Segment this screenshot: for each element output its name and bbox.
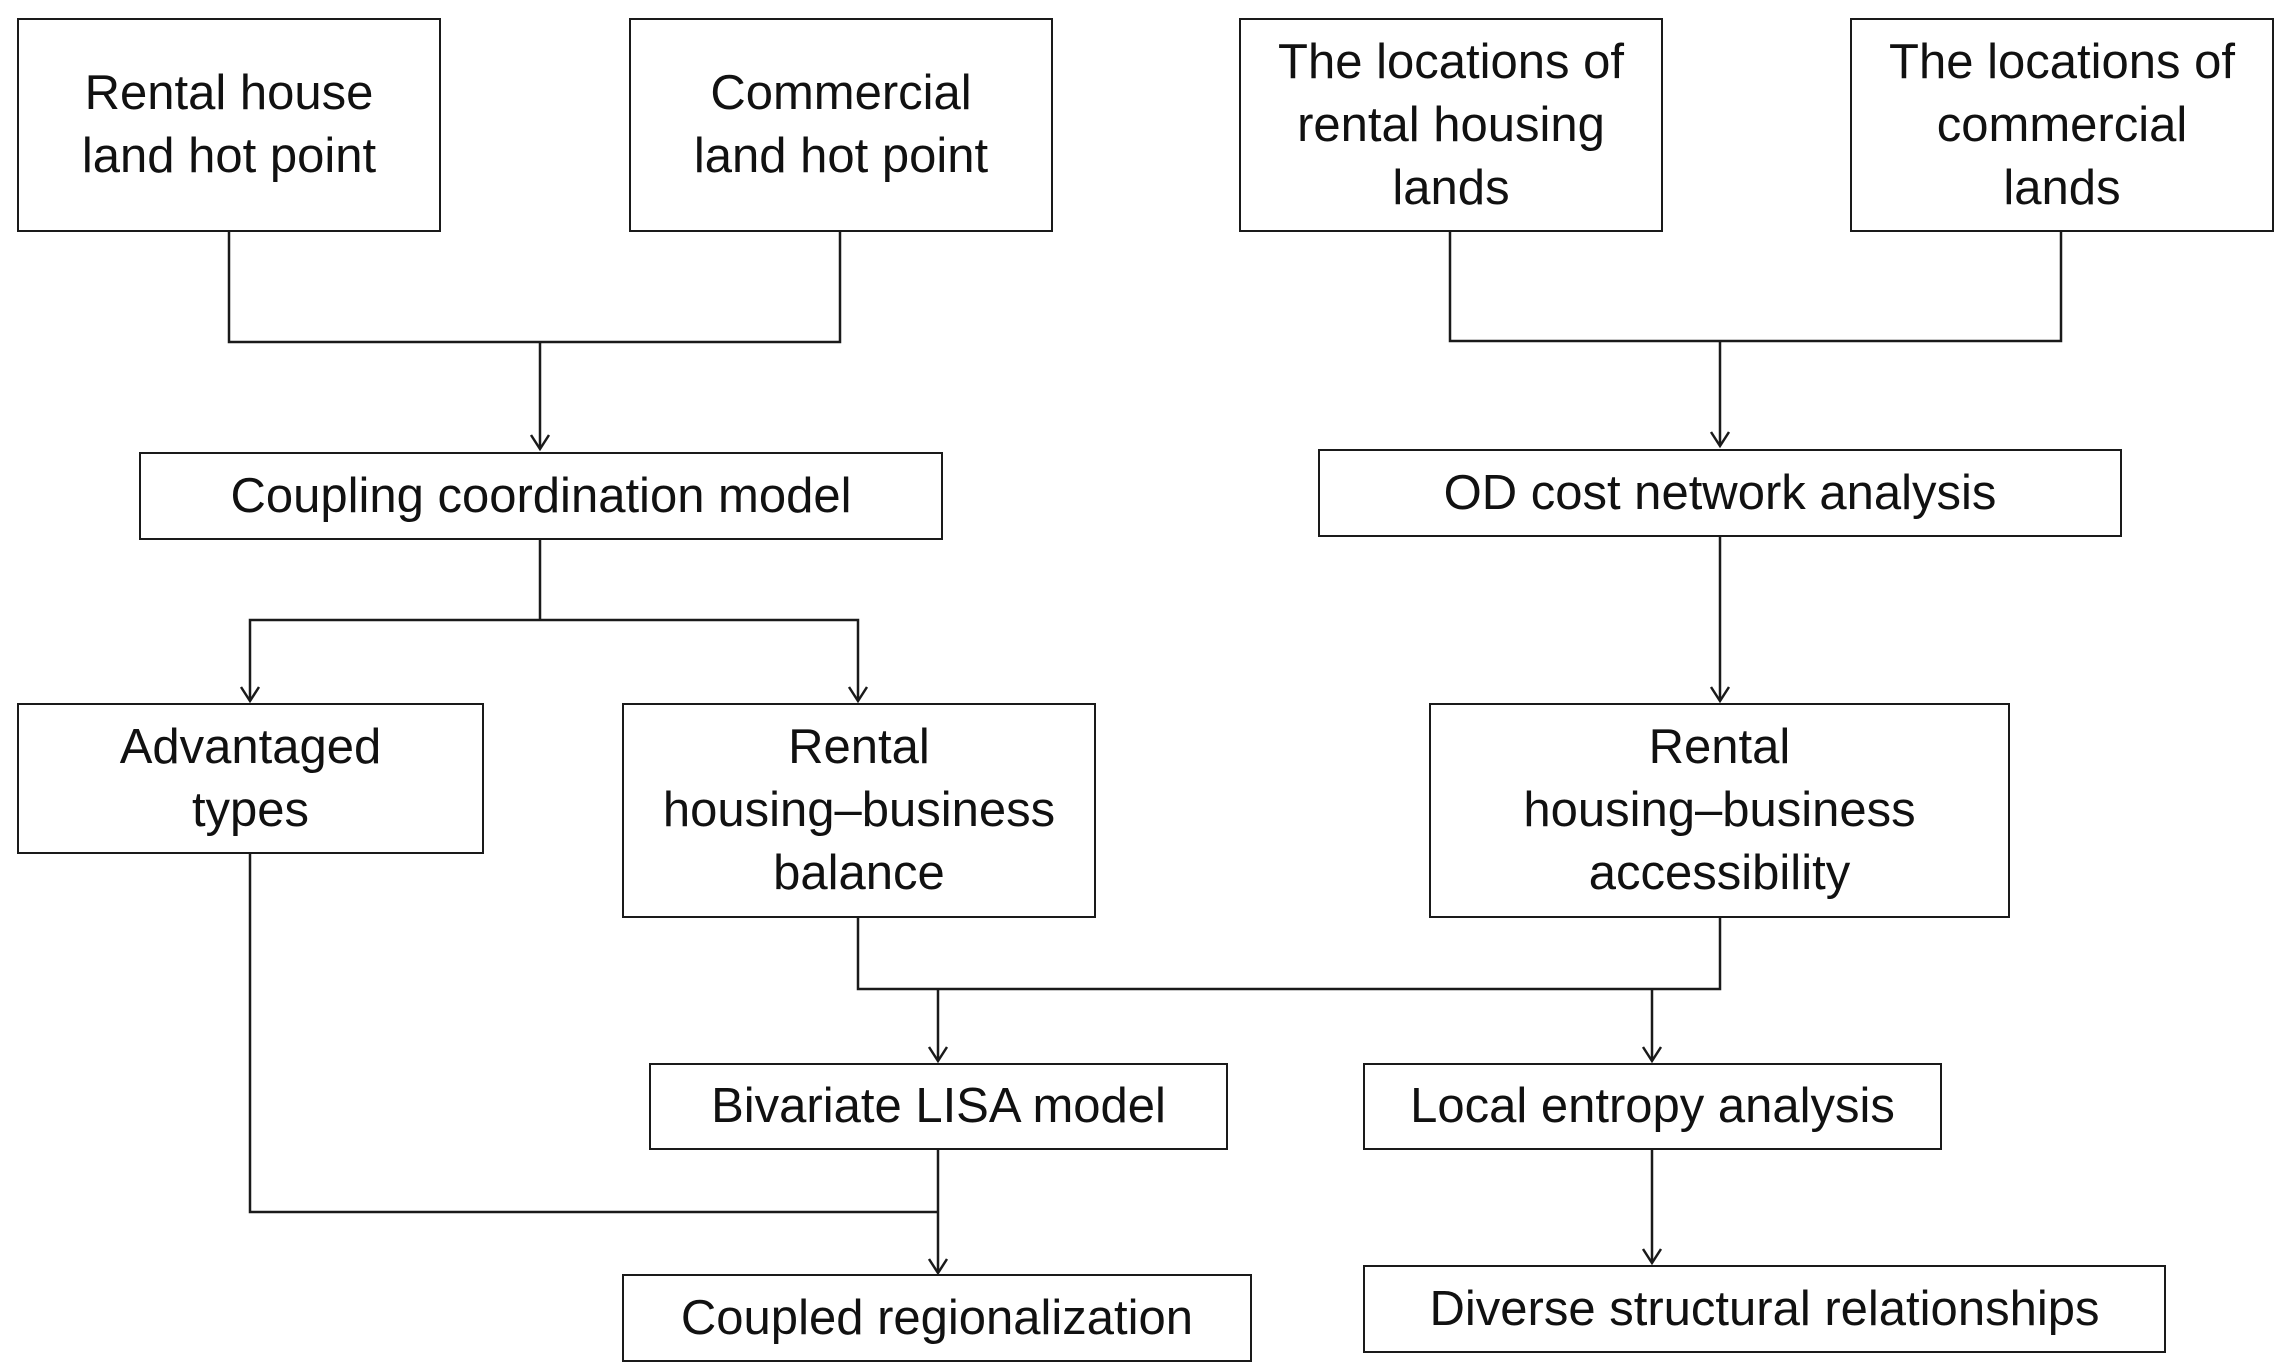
node-label: Advantaged types [119,719,382,837]
connector-locations-merge [1448,230,2063,445]
node-label: Local entropy analysis [1410,1079,1895,1133]
node-label: Commercial land hot point [693,66,989,183]
node-label: Diverse structural relationships [1429,1281,2100,1336]
node-commercial-land-hot-point: Commercial land hot point [629,18,1053,232]
arrowhead-advantaged-types [239,686,261,704]
node-label: OD cost network analysis [1443,465,1997,520]
arrowhead-od-cost [1709,431,1731,449]
arrowhead-diverse-relationships [1641,1248,1663,1266]
connector-hotpoints-merge [227,230,842,448]
node-label: Rental housing–business balance [662,720,1056,900]
node-coupled-regionalization: Coupled regionalization [622,1274,1252,1362]
node-label: Rental house land hot point [81,66,377,183]
arrowhead-coupled-regionalization [927,1258,949,1276]
arrowhead-rhb-accessibility [1709,686,1731,704]
connector-coupling-split [248,538,860,700]
node-label: The locations of rental housing lands [1278,34,1624,215]
node-label: Rental housing–business accessibility [1523,720,1916,900]
arrowhead-local-entropy [1641,1046,1663,1064]
node-rental-housing-locations: The locations of rental housing lands [1239,18,1663,232]
node-label: Coupled regionalization [680,1290,1194,1345]
node-rental-housing-business-balance: Rental housing–business balance [622,703,1096,918]
node-local-entropy-analysis: Local entropy analysis [1363,1063,1942,1150]
connector-regionalization-merge [248,852,940,1272]
arrowhead-rhb-balance [847,686,869,704]
node-commercial-land-locations: The locations of commercial lands [1850,18,2274,232]
node-od-cost-network-analysis: OD cost network analysis [1318,449,2122,537]
node-label: The locations of commercial lands [1889,34,2235,215]
connector-balance-accessibility-merge [856,916,1722,1060]
node-rental-house-land-hot-point: Rental house land hot point [17,18,441,232]
node-label: Bivariate LISA model [711,1079,1166,1133]
node-diverse-structural-relationships: Diverse structural relationships [1363,1265,2166,1353]
node-coupling-coordination-model: Coupling coordination model [139,452,943,540]
node-label: Coupling coordination model [230,468,852,523]
node-bivariate-lisa-model: Bivariate LISA model [649,1063,1228,1150]
node-rental-housing-business-accessibility: Rental housing–business accessibility [1429,703,2010,918]
node-advantaged-types: Advantaged types [17,703,484,854]
arrowhead-coupling-model [529,434,551,452]
arrowhead-bivariate-lisa [927,1046,949,1064]
